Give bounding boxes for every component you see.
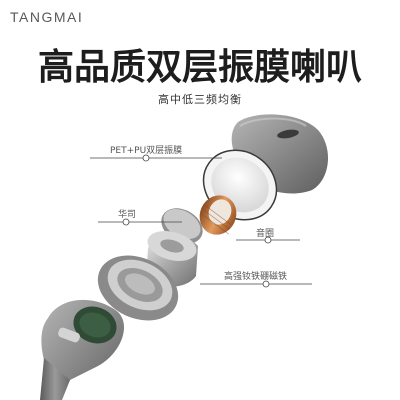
page-title: 高品质双层振膜喇叭 [37,47,362,88]
callout-lines [90,154,312,288]
callout-coil: 音圈 [256,229,275,239]
callout-magnet: 高强钕铁硼磁铁 [224,272,288,282]
brand-logo: TANGMAI [10,9,84,25]
front-housing [40,299,125,400]
front-cup [97,255,179,321]
callout-washer: 华司 [118,210,137,220]
page-subtitle: 高中低三频均衡 [158,93,242,106]
callout-diaphragm: PET+PU双层振膜 [110,146,183,156]
voice-coil [199,195,237,235]
